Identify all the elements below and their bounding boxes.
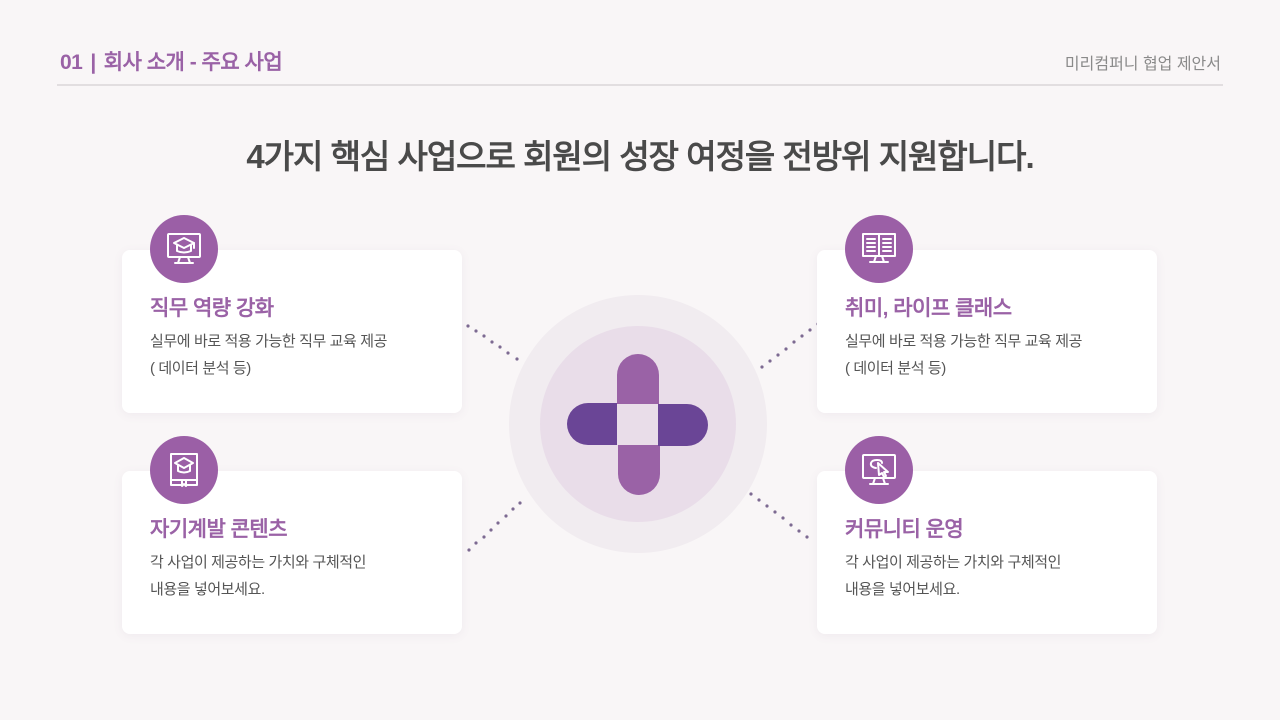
service-card-community: 커뮤니티 운영 각 사업이 제공하는 가치와 구체적인 내용을 넣어보세요. bbox=[817, 436, 1157, 634]
four-petal-cross-logo bbox=[567, 354, 708, 495]
card-description: 각 사업이 제공하는 가치와 구체적인 내용을 넣어보세요. bbox=[150, 549, 366, 603]
card-description-line: 실무에 바로 적용 가능한 직무 교육 제공 bbox=[845, 333, 1083, 350]
connector-dots-top-left bbox=[466, 324, 519, 361]
card-icon-badge bbox=[845, 215, 913, 283]
monitor-cursor-click-icon bbox=[862, 454, 896, 485]
open-book-monitor-icon bbox=[862, 233, 896, 263]
card-description-line: 실무에 바로 적용 가능한 직무 교육 제공 bbox=[150, 333, 388, 350]
service-card-hobby-life-class: 취미, 라이프 클래스 실무에 바로 적용 가능한 직무 교육 제공 ( 데이터… bbox=[817, 215, 1157, 413]
card-description-line: 각 사업이 제공하는 가치와 구체적인 bbox=[150, 554, 367, 571]
card-description: 각 사업이 제공하는 가치와 구체적인 내용을 넣어보세요. bbox=[845, 549, 1061, 603]
card-description-line: 내용을 넣어보세요. bbox=[845, 581, 960, 598]
card-icon-badge bbox=[845, 436, 913, 504]
card-description-line: ( 데이터 분석 등) bbox=[150, 360, 251, 377]
card-description-line: 각 사업이 제공하는 가치와 구체적인 bbox=[845, 554, 1062, 571]
section-title: 01 | 회사 소개 - 주요 사업 bbox=[60, 46, 283, 76]
service-card-job-skills: 직무 역량 강화 실무에 바로 적용 가능한 직무 교육 제공 ( 데이터 분석… bbox=[122, 215, 462, 413]
monitor-graduation-cap-icon bbox=[167, 233, 201, 264]
connector-dots-top-right bbox=[760, 322, 820, 369]
section-name: 회사 소개 - 주요 사업 bbox=[103, 51, 283, 74]
card-title: 커뮤니티 운영 bbox=[845, 518, 964, 541]
card-description-line: ( 데이터 분석 등) bbox=[845, 360, 946, 377]
section-number: 01 bbox=[60, 51, 83, 74]
page-header: 01 | 회사 소개 - 주요 사업 미리컴퍼니 협업 제안서 bbox=[57, 44, 1223, 86]
service-card-self-development: 자기계발 콘텐츠 각 사업이 제공하는 가치와 구체적인 내용을 넣어보세요. bbox=[122, 436, 462, 634]
card-title: 취미, 라이프 클래스 bbox=[845, 297, 1012, 320]
card-icon-badge bbox=[150, 436, 218, 504]
section-separator: | bbox=[90, 51, 96, 74]
card-description: 실무에 바로 적용 가능한 직무 교육 제공 ( 데이터 분석 등) bbox=[845, 328, 1082, 382]
card-description: 실무에 바로 적용 가능한 직무 교육 제공 ( 데이터 분석 등) bbox=[150, 328, 387, 382]
card-title: 직무 역량 강화 bbox=[150, 297, 274, 320]
page-headline: 4가지 핵심 사업으로 회원의 성장 여정을 전방위 지원합니다. bbox=[246, 138, 1034, 175]
document-title: 미리컴퍼니 협업 제안서 bbox=[1064, 56, 1221, 73]
card-title: 자기계발 콘텐츠 bbox=[150, 518, 288, 541]
card-description-line: 내용을 넣어보세요. bbox=[150, 581, 265, 598]
connector-dots-bottom-left bbox=[467, 501, 522, 552]
connector-dots-bottom-right bbox=[749, 492, 809, 539]
book-graduation-cap-icon bbox=[170, 453, 198, 487]
card-icon-badge bbox=[150, 215, 218, 283]
